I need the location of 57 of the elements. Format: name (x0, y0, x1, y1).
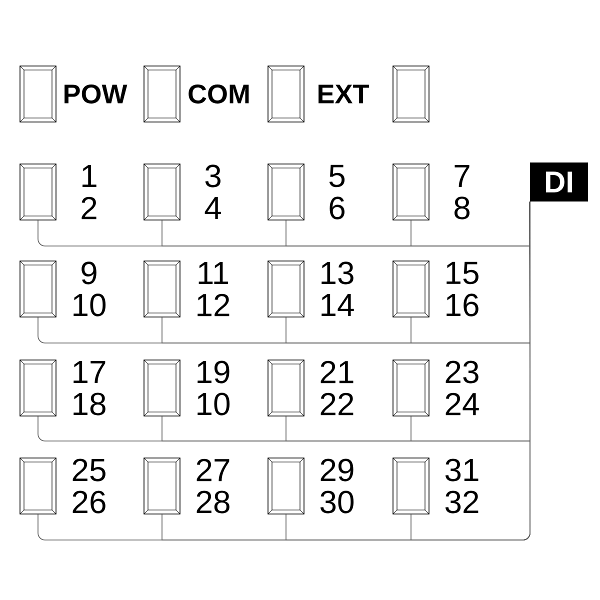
indicator-lamp (20, 164, 56, 220)
indicator-lamp (144, 260, 180, 318)
indicator-lamp (20, 360, 56, 416)
channel-number: 21 (320, 360, 354, 384)
channel-number: 18 (74, 392, 106, 416)
indicator-lamp (268, 458, 304, 514)
channel-number: 1 (82, 165, 96, 187)
channel-number: 9 (82, 262, 96, 284)
channel-number: 31 (445, 458, 478, 482)
channel-number: 7 (454, 165, 470, 187)
indicator-lamp (144, 458, 180, 514)
indicator-lamp (20, 458, 56, 514)
channel-number: 16 (446, 294, 478, 316)
channel-number: 26 (72, 490, 106, 514)
channel-number: 15 (446, 262, 478, 284)
connector-line (410, 201, 530, 540)
channel-number: 28 (196, 490, 230, 514)
indicator-lamp (144, 164, 180, 220)
channel-number: 2 (82, 196, 96, 220)
channel-number: 12 (198, 294, 230, 316)
channel-number: 32 (445, 490, 478, 514)
lamp-label: COM (188, 84, 249, 104)
channel-number: 24 (446, 392, 479, 416)
label-tag: DI (530, 162, 588, 202)
indicator-lamp (144, 360, 180, 416)
indicator-lamp (20, 260, 56, 318)
indicator-lamp (392, 360, 430, 416)
channel-number: 6 (330, 196, 344, 220)
channel-number: 30 (320, 490, 354, 514)
channel-number: 10 (74, 294, 106, 316)
indicator-lamp (392, 260, 430, 318)
indicator-lamp (144, 66, 180, 122)
indicator-lamp (20, 66, 56, 122)
channel-number: 22 (320, 392, 354, 416)
channel-number: 25 (72, 458, 106, 482)
channel-number: 8 (454, 196, 470, 220)
indicator-lamp (268, 66, 304, 122)
channel-number: 27 (196, 458, 230, 482)
channel-number: 14 (322, 294, 354, 316)
channel-number: 29 (320, 458, 354, 482)
indicator-lamp (392, 66, 430, 122)
channel-number: 10 (198, 392, 230, 416)
channel-number: 3 (205, 164, 220, 188)
channel-number: 17 (74, 361, 106, 384)
channel-number: 5 (329, 164, 345, 188)
channel-number: 4 (204, 197, 221, 219)
channel-number: 19 (198, 360, 230, 384)
indicator-lamp (392, 164, 430, 220)
indicator-lamp (268, 164, 304, 220)
channel-number: 23 (446, 360, 478, 384)
indicator-lamp (392, 458, 430, 514)
indicator-lamp (268, 360, 304, 416)
channel-number: 13 (322, 262, 354, 284)
lamp-label: EXT (318, 84, 369, 104)
channel-number: 11 (198, 262, 228, 284)
lamp-label: POW (64, 84, 128, 104)
indicator-lamp (268, 260, 304, 318)
